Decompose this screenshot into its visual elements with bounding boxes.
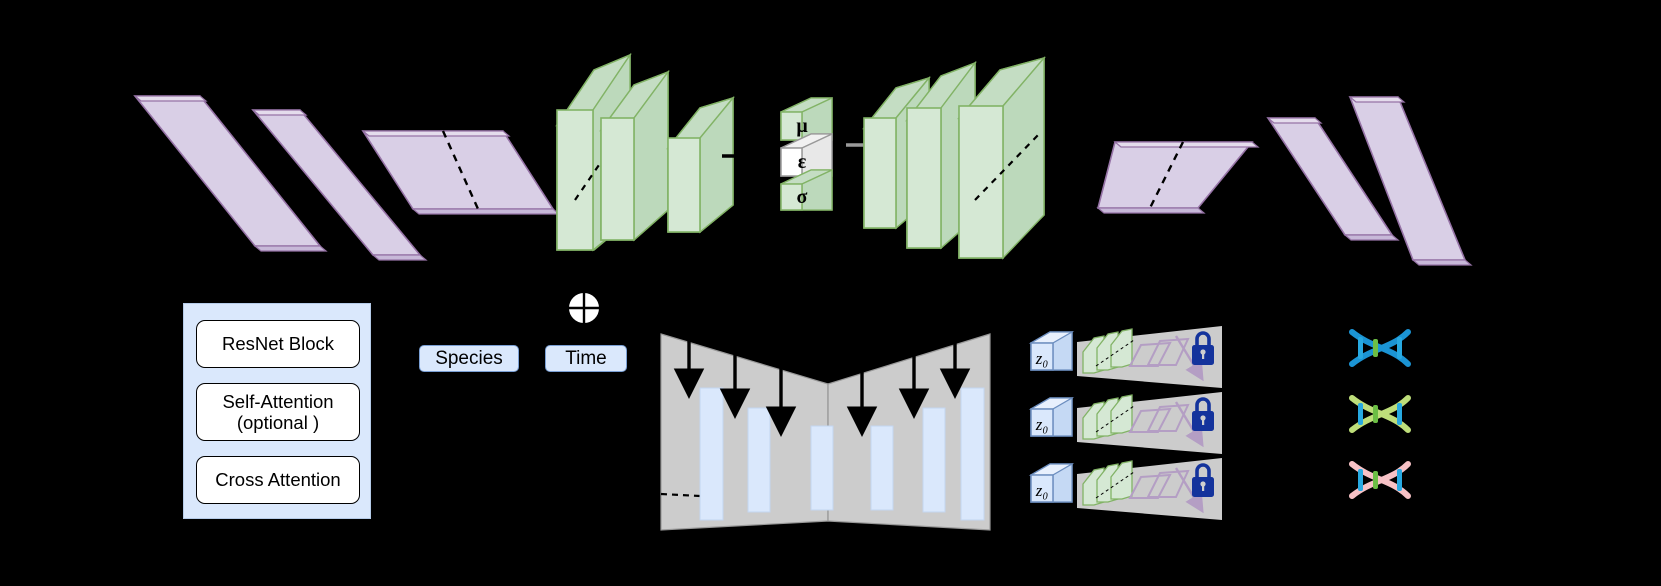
mini-purple-slabs: [1128, 401, 1204, 448]
decoder-output-slab-3: [1348, 96, 1473, 266]
encoder-input-slab-1: [133, 95, 328, 252]
conditioning-species-button[interactable]: Species: [419, 345, 519, 372]
decoder-output-slab-1: [1096, 141, 1260, 214]
dna-icon: [1349, 461, 1411, 499]
legend-panel: ResNet Block Self-Attention (optional ) …: [183, 303, 371, 519]
latent-cube: z₀: [1028, 330, 1075, 371]
latent-epsilon-cube: ε: [780, 132, 833, 177]
sampling-row: z₀: [1028, 458, 1411, 520]
unet-bar: [922, 407, 946, 513]
latent-mu-label: μ: [796, 115, 808, 137]
sampling-row: z₀: [1028, 392, 1411, 454]
lock-icon: [1192, 397, 1214, 431]
dna-icon: [1349, 395, 1411, 433]
encoder-block-3: [666, 96, 736, 234]
latent-sigma-cube: σ: [780, 168, 833, 211]
latent-sigma-label: σ: [797, 186, 808, 208]
legend-item-label: Self-Attention (optional ): [222, 390, 334, 433]
mini-green-blocks: [1082, 460, 1135, 506]
conditioning-species-label: Species: [435, 347, 503, 369]
lock-icon: [1192, 331, 1214, 365]
encoder-block-2: [599, 69, 670, 242]
unet-bar: [699, 387, 724, 521]
mini-purple-slabs: [1128, 467, 1204, 514]
dna-icon: [1349, 329, 1411, 367]
latent-cube: z₀: [1028, 396, 1075, 437]
unet-bar: [960, 387, 985, 521]
lock-icon: [1192, 463, 1214, 497]
legend-item-cross-attention[interactable]: Cross Attention: [196, 456, 360, 504]
circled-plus-icon: [567, 291, 601, 325]
conditioning-time-label: Time: [565, 347, 607, 369]
latent-cube-label: z₀: [1035, 349, 1049, 368]
conditioning-time-button[interactable]: Time: [545, 345, 627, 372]
latent-mu-cube: μ: [780, 96, 833, 141]
denoising-unet: [660, 333, 991, 531]
mini-green-blocks: [1082, 394, 1135, 440]
encoder-input-slab-3: [361, 130, 561, 215]
unet-bar: [810, 425, 834, 511]
legend-item-self-attention[interactable]: Self-Attention (optional ): [196, 383, 360, 441]
decoder-block-3: [956, 56, 1047, 260]
mini-purple-slabs: [1128, 335, 1204, 382]
latent-cube-label: z₀: [1035, 415, 1049, 434]
legend-item-label: Cross Attention: [215, 469, 341, 491]
unet-bar: [747, 407, 771, 513]
encoder-input-slab-2: [251, 109, 428, 261]
unet-bar: [870, 425, 894, 511]
decoder-output-slab-2: [1266, 117, 1400, 241]
latent-cube-label: z₀: [1035, 481, 1049, 500]
legend-item-label: ResNet Block: [221, 333, 335, 355]
latent-epsilon-label: ε: [798, 151, 807, 173]
latent-cube: z₀: [1028, 462, 1075, 503]
mini-green-blocks: [1082, 328, 1135, 374]
sampling-row: z₀: [1028, 326, 1411, 388]
legend-item-resnet-block[interactable]: ResNet Block: [196, 320, 360, 368]
